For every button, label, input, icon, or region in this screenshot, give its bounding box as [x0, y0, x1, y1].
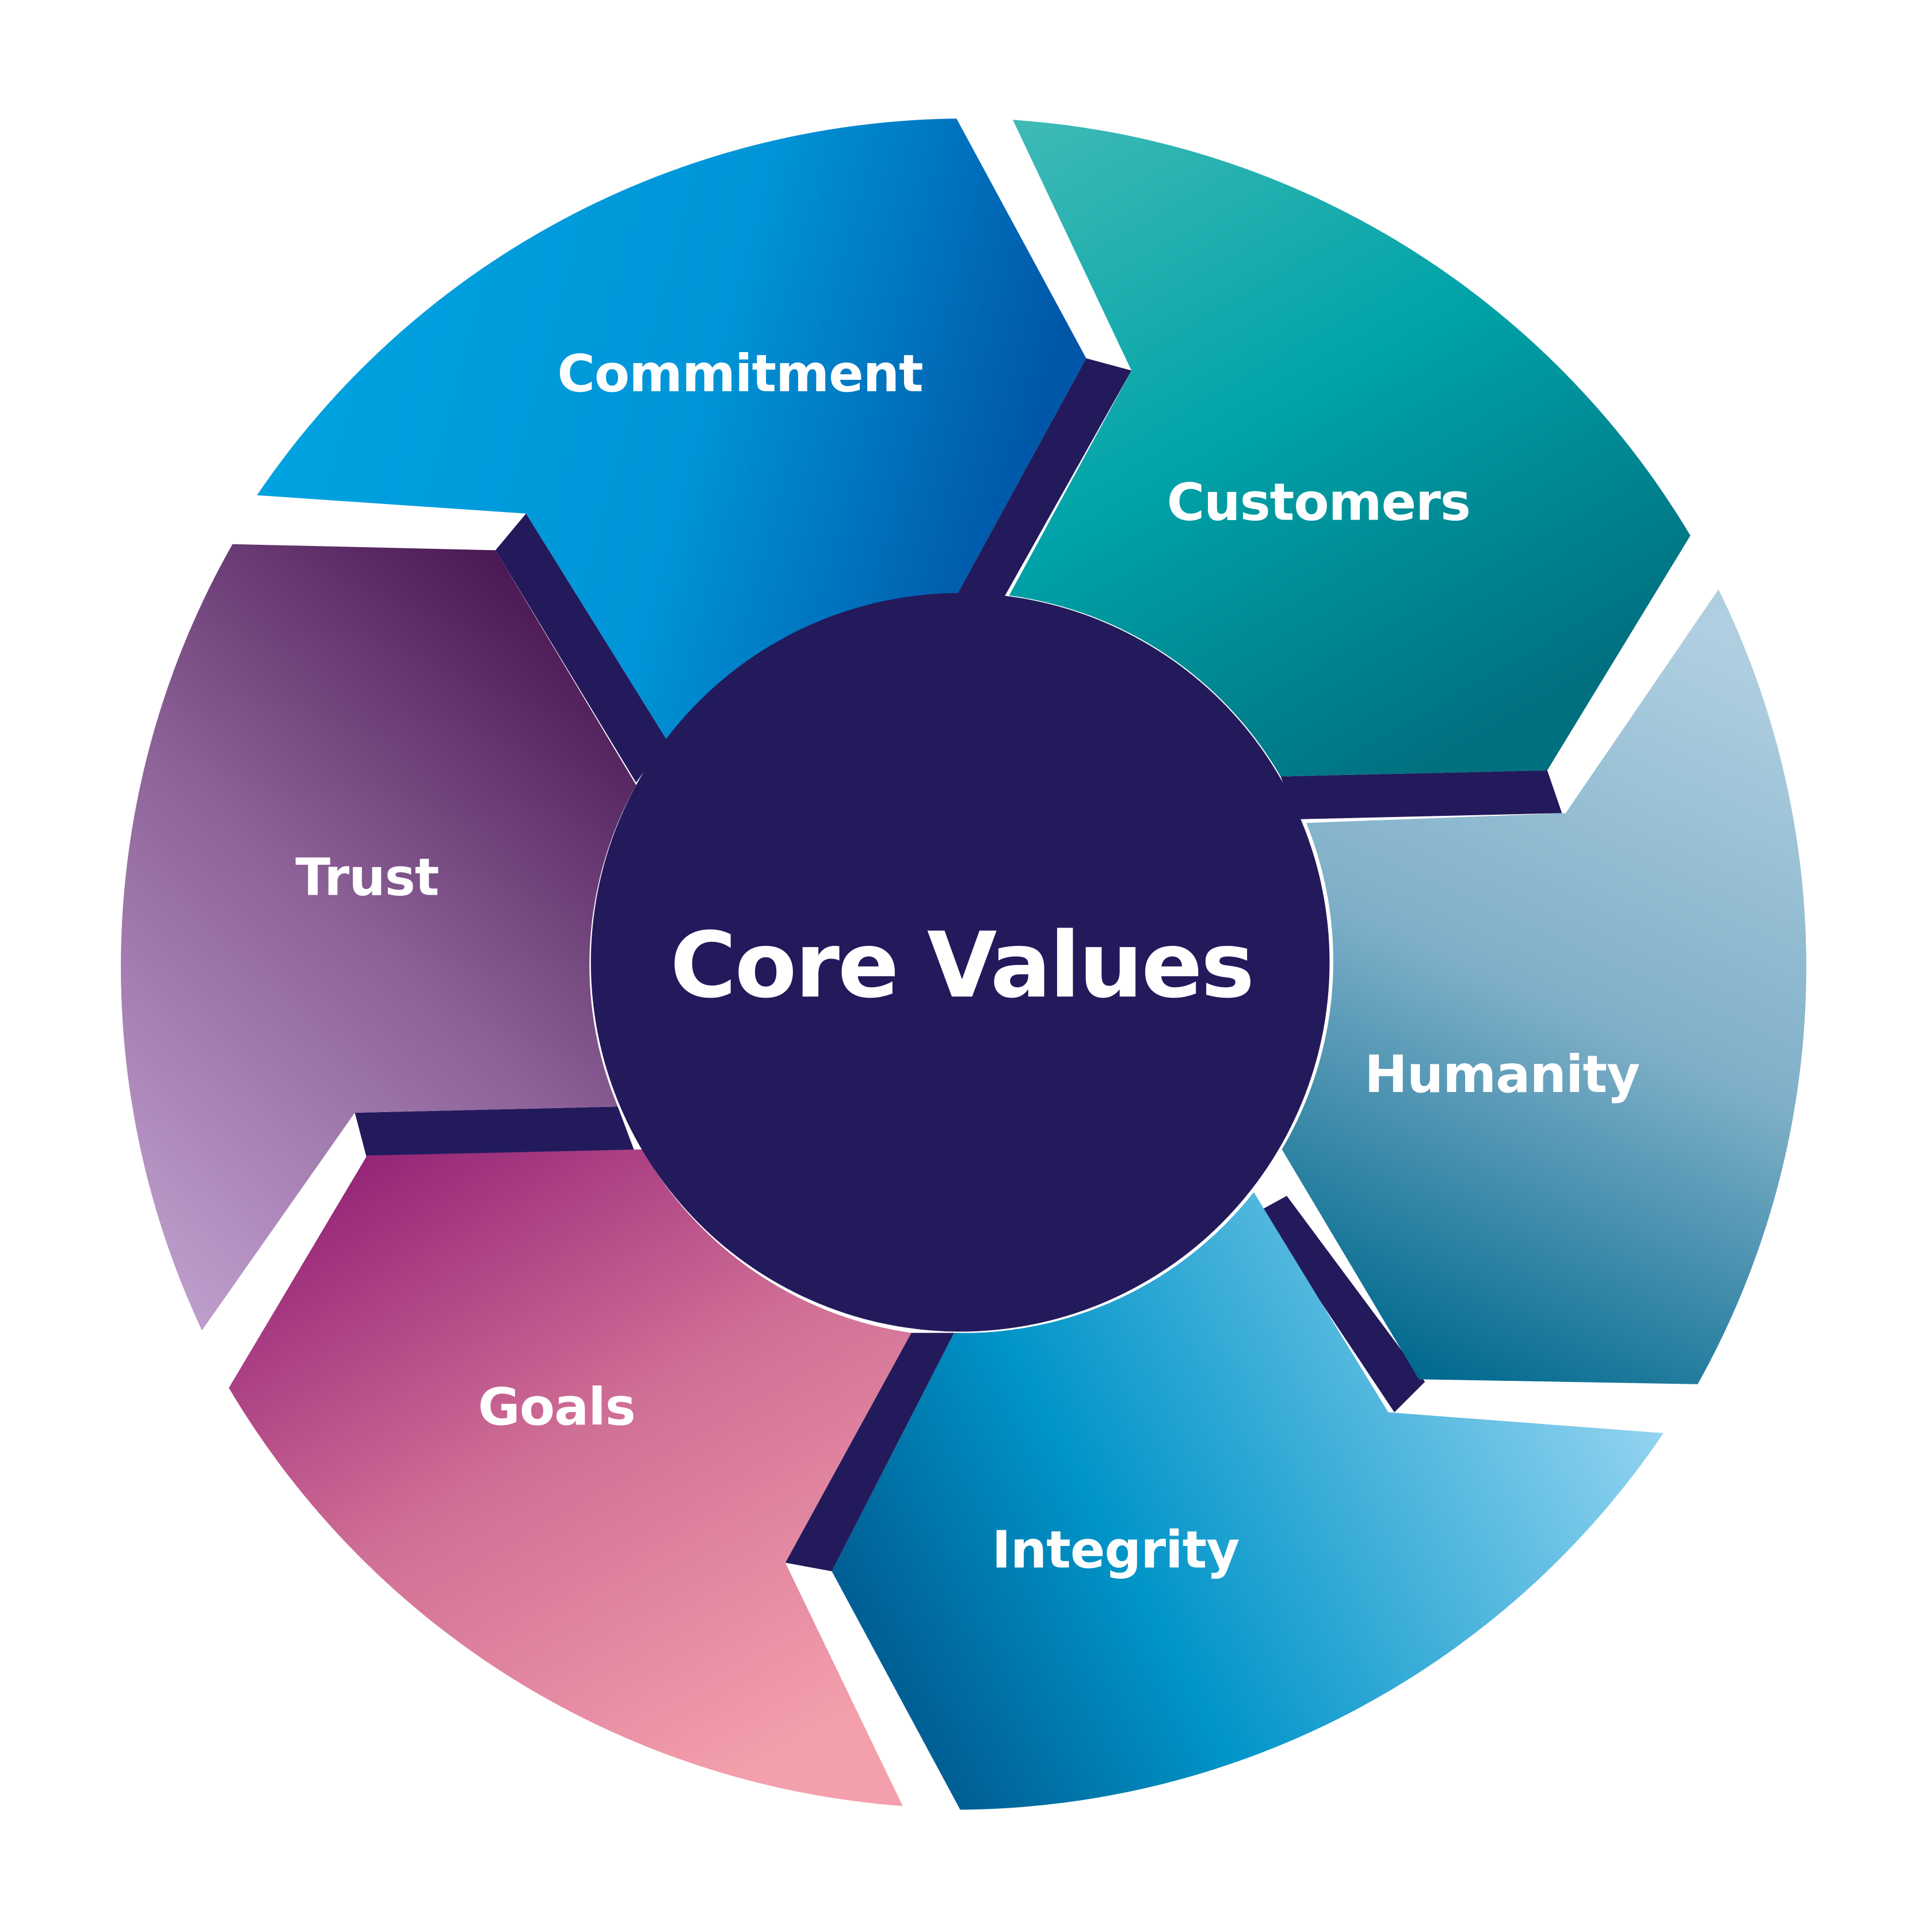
center-hub: Core Values	[590, 593, 1330, 1332]
segment-trust[interactable]: Trust	[121, 544, 636, 1331]
center-circle	[590, 593, 1330, 1332]
segment-label-humanity: Humanity	[1364, 1045, 1639, 1105]
segment-commitment[interactable]: Commitment	[257, 119, 1086, 740]
segment-customers[interactable]: Customers	[1009, 120, 1691, 777]
segment-label-trust: Trust	[295, 848, 438, 908]
connector-shapes	[354, 358, 1562, 1572]
segment-label-commitment: Commitment	[557, 344, 922, 404]
segment-humanity[interactable]: Humanity	[1282, 589, 1806, 1384]
segment-label-customers: Customers	[1167, 472, 1470, 532]
segment-integrity[interactable]: Integrity	[832, 1192, 1664, 1810]
center-title: Core Values	[670, 913, 1253, 1018]
segment-label-integrity: Integrity	[992, 1521, 1240, 1580]
segment-label-goals: Goals	[478, 1377, 635, 1437]
segment-goals[interactable]: Goals	[228, 1149, 912, 1807]
